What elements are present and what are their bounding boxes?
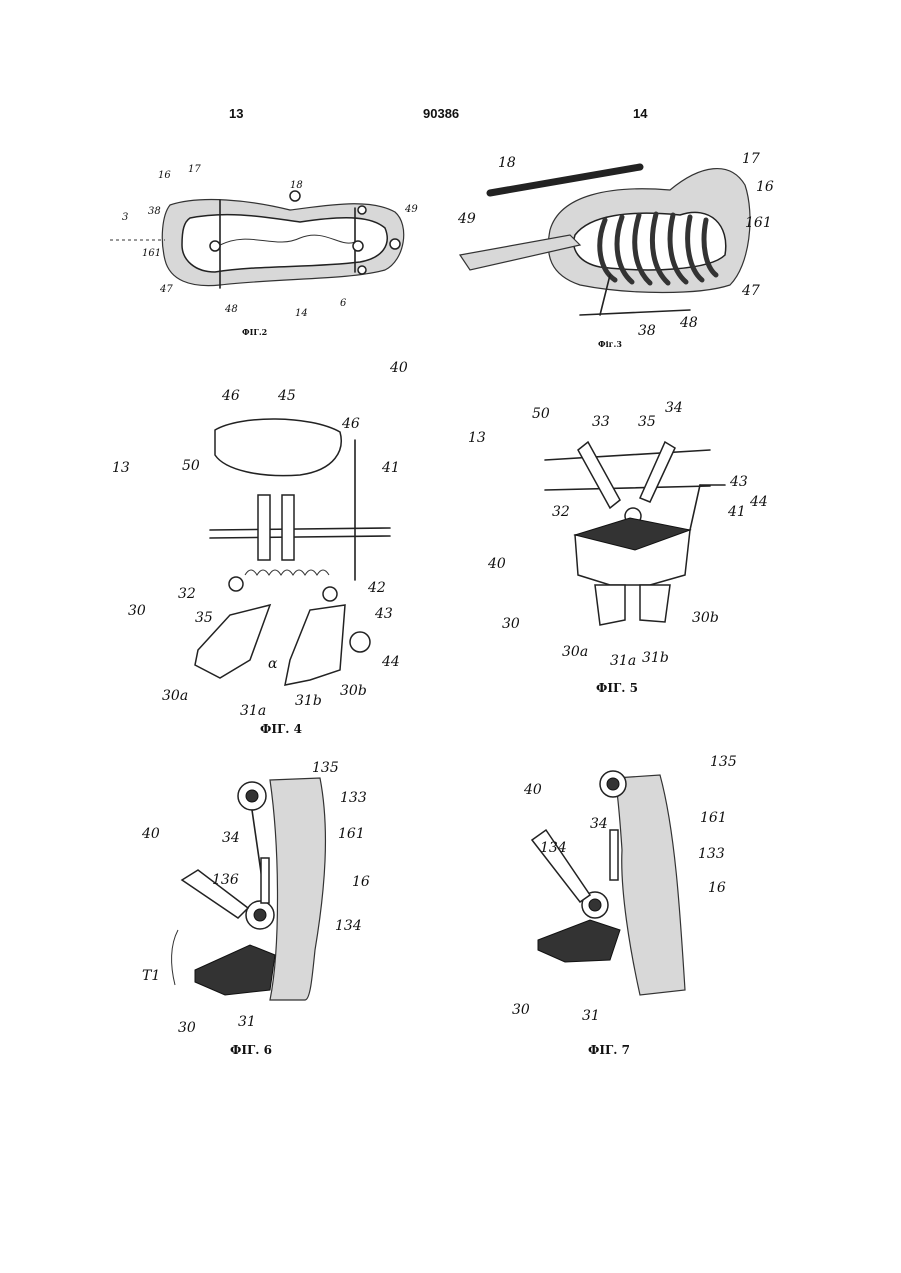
fig3-label-47: 47	[741, 283, 760, 299]
figure-6: 135 133 34 161 40 136 16 134 T1 30 31	[130, 750, 400, 1040]
figure-6-drawing: 135 133 34 161 40 136 16 134 T1 30 31	[130, 750, 400, 1040]
figure-4-drawing: 40 46 45 46 41 13 50 32 42 43 30 35 44 3…	[100, 360, 420, 720]
fig4-label-41: 41	[381, 460, 400, 476]
fig5-label-30a: 30a	[562, 644, 588, 660]
fig2-label-161: 161	[142, 248, 161, 259]
figure-4: 40 46 45 46 41 13 50 32 42 43 30 35 44 3…	[100, 360, 420, 720]
fig3-label-38: 38	[638, 323, 656, 339]
fig4-label-alpha: α	[268, 656, 278, 672]
figure-7-drawing: 135 40 34 161 134 133 16 30 31	[510, 750, 780, 1040]
fig4-label-44: 44	[381, 654, 400, 670]
fig5-label-50: 50	[532, 406, 550, 422]
fig4-label-43: 43	[374, 606, 393, 622]
fig5-label-44: 44	[749, 494, 768, 510]
fig7-label-135: 135	[710, 754, 737, 770]
fig2-label-48: 48	[224, 304, 238, 315]
fig5-label-33: 33	[592, 414, 610, 430]
fig4-label-30: 30	[128, 603, 146, 619]
fig2-label-16: 16	[158, 170, 171, 181]
figure-4-caption: ФІГ. 4	[260, 722, 302, 736]
fig7-label-134: 134	[540, 840, 567, 856]
fig7-label-16: 16	[708, 880, 726, 896]
fig6-label-34: 34	[222, 830, 240, 846]
left-page-number: 13	[229, 106, 243, 121]
fig7-label-133: 133	[698, 846, 725, 862]
figure-3-drawing: 18 17 16 161 49 47 38 48	[450, 145, 770, 345]
fig5-label-34: 34	[665, 400, 683, 416]
fig5-label-31a: 31a	[610, 653, 636, 669]
figure-2: 17 16 18 3 38 161 49 47 48 14 6	[100, 160, 420, 330]
fig4-label-46-right: 46	[341, 416, 360, 432]
fig6-label-T1: T1	[142, 968, 160, 984]
figure-5-caption: ФІГ. 5	[596, 681, 638, 695]
fig3-label-161: 161	[745, 215, 772, 231]
fig7-label-34: 34	[590, 816, 608, 832]
fig4-label-50: 50	[182, 458, 200, 474]
fig5-label-13: 13	[468, 430, 486, 446]
fig4-label-31b: 31b	[295, 693, 322, 709]
fig6-label-134: 134	[335, 918, 362, 934]
fig4-label-46-left: 46	[221, 388, 240, 404]
figure-6-caption: ФІГ. 6	[230, 1043, 272, 1057]
right-page-number: 14	[633, 106, 647, 121]
fig2-label-38: 38	[148, 206, 161, 217]
fig6-label-133: 133	[340, 790, 367, 806]
figure-3: 18 17 16 161 49 47 38 48	[450, 145, 770, 345]
fig4-label-35: 35	[195, 610, 213, 626]
figure-7-caption: ФІГ. 7	[588, 1043, 630, 1057]
document-number: 90386	[423, 106, 459, 121]
fig6-label-31: 31	[238, 1014, 256, 1030]
fig2-label-18: 18	[290, 180, 303, 191]
fig4-label-30a: 30a	[162, 688, 188, 704]
figure-3-caption: Фіг.3	[598, 339, 622, 349]
fig2-label-3: 3	[122, 212, 128, 223]
fig5-label-30: 30	[502, 616, 520, 632]
fig6-label-161: 161	[338, 826, 365, 842]
figure-2-caption: ФІГ.2	[242, 327, 267, 337]
fig4-label-32: 32	[178, 586, 196, 602]
fig7-label-31: 31	[582, 1008, 600, 1024]
fig6-label-135: 135	[312, 760, 339, 776]
fig3-label-18: 18	[498, 155, 516, 171]
fig4-label-30b: 30b	[340, 683, 367, 699]
fig5-label-43: 43	[729, 474, 748, 490]
fig2-label-17: 17	[188, 164, 201, 175]
fig6-label-30: 30	[178, 1020, 196, 1036]
fig7-label-40: 40	[523, 782, 542, 798]
fig5-label-32: 32	[552, 504, 570, 520]
fig5-label-30b: 30b	[692, 610, 719, 626]
fig6-label-40: 40	[141, 826, 160, 842]
fig5-label-41: 41	[727, 504, 746, 520]
fig5-label-40: 40	[487, 556, 506, 572]
fig6-label-136: 136	[212, 872, 239, 888]
fig3-label-48: 48	[679, 315, 698, 331]
fig7-label-30: 30	[512, 1002, 530, 1018]
fig5-label-35: 35	[638, 414, 656, 430]
fig6-label-16: 16	[352, 874, 370, 890]
fig2-label-47: 47	[159, 284, 173, 295]
figure-7: 135 40 34 161 134 133 16 30 31	[510, 750, 780, 1040]
fig2-label-6: 6	[340, 298, 347, 309]
fig4-label-31a: 31a	[240, 703, 266, 719]
figure-5-drawing: 50 33 35 34 13 43 44 32 41 40 30 30a 31a…	[460, 390, 780, 670]
fig2-label-49: 49	[404, 204, 418, 215]
fig7-label-161: 161	[700, 810, 727, 826]
fig3-label-49: 49	[457, 211, 476, 227]
fig4-label-45: 45	[277, 388, 296, 404]
fig4-label-42: 42	[367, 580, 386, 596]
fig3-label-17: 17	[742, 151, 760, 167]
fig3-label-16: 16	[756, 179, 774, 195]
figure-5: 50 33 35 34 13 43 44 32 41 40 30 30a 31a…	[460, 390, 780, 670]
fig4-label-40: 40	[389, 360, 408, 376]
figure-2-drawing: 17 16 18 3 38 161 49 47 48 14 6	[100, 160, 420, 330]
fig4-label-13: 13	[112, 460, 130, 476]
fig5-label-31b: 31b	[642, 650, 669, 666]
fig2-label-14: 14	[295, 308, 308, 319]
